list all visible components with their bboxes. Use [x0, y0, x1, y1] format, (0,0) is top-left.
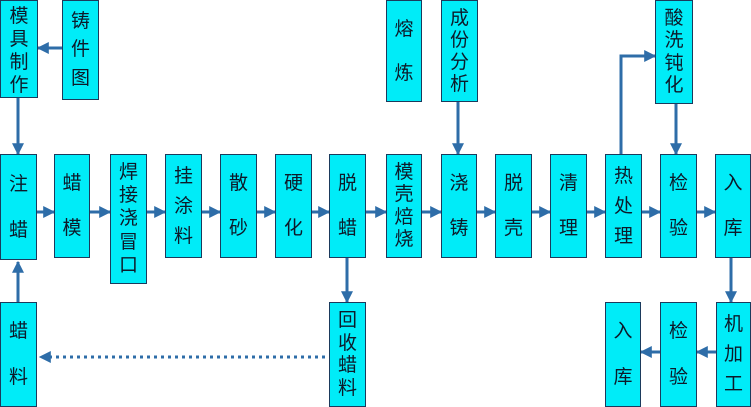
box-label-char: 料 [8, 365, 28, 388]
composition-analysis-box: 成份分析 [441, 0, 478, 102]
melting-box: 熔炼 [386, 0, 422, 102]
box-label-char: 注 [8, 172, 28, 195]
box-label-char: 分 [449, 50, 469, 73]
arrow-heat-to-pickling [619, 50, 657, 154]
wax-recovery-box: 回收蜡料 [329, 302, 366, 407]
box-label-char: 烧 [394, 228, 414, 251]
box-label-char: 涂 [173, 194, 193, 217]
hardening-box: 硬化 [275, 154, 312, 258]
box-label-char: 回 [337, 308, 357, 331]
box-label-char: 硬 [283, 172, 303, 194]
box-label-char: 酸 [664, 6, 684, 29]
inspection-2-box: 检验 [660, 302, 697, 407]
box-label-char: 处 [613, 194, 633, 217]
coating-box: 挂涂料 [165, 154, 202, 258]
box-label-char: 清 [558, 172, 578, 194]
box-label-char: 料 [337, 377, 357, 400]
box-label-char: 模 [9, 5, 29, 27]
box-label-char: 具 [9, 28, 29, 50]
cleaning-box: 清理 [550, 154, 587, 258]
box-label-char: 入 [613, 320, 633, 343]
box-label-char: 蜡 [62, 172, 82, 194]
box-label-char: 加 [723, 342, 743, 365]
machining-box: 机加工 [716, 302, 751, 407]
box-label-char: 库 [723, 217, 743, 239]
box-label-char: 作 [9, 74, 29, 96]
wax-injection-box: 注蜡 [0, 154, 37, 260]
box-label-char: 机 [723, 312, 743, 335]
box-label-char: 化 [283, 217, 303, 239]
wax-pattern-box: 蜡模 [54, 154, 90, 258]
box-label-char: 壳 [503, 217, 523, 239]
box-label-char: 蜡 [8, 218, 28, 241]
box-label-char: 焙 [394, 205, 414, 228]
box-label-char: 模 [394, 160, 414, 183]
box-label-char: 模 [62, 217, 82, 239]
box-label-char: 成 [449, 6, 469, 29]
mold-making-box: 模具制作 [0, 0, 38, 98]
wax-material-box: 蜡料 [0, 302, 37, 407]
sanding-box: 散砂 [220, 154, 257, 258]
box-label-char: 铸 [70, 9, 90, 32]
casting-drawing-box: 铸件图 [62, 0, 99, 100]
box-label-char: 份 [449, 28, 469, 51]
box-label-char: 入 [723, 172, 743, 194]
box-label-char: 图 [70, 67, 90, 90]
box-label-char: 热 [613, 164, 633, 187]
box-label-char: 口 [118, 253, 138, 276]
heat-treatment-box: 热处理 [605, 154, 642, 258]
dewaxing-box: 脱蜡 [329, 154, 366, 258]
box-label-char: 验 [668, 365, 688, 388]
box-label-char: 焊 [118, 161, 138, 184]
box-label-char: 接 [118, 184, 138, 207]
box-label-char: 工 [723, 373, 743, 396]
box-label-char: 理 [613, 224, 633, 247]
box-label-char: 验 [668, 217, 688, 239]
box-label-char: 料 [173, 224, 193, 247]
box-label-char: 浇 [118, 207, 138, 230]
box-label-char: 壳 [394, 183, 414, 206]
weld-gate-riser-box: 焊接浇冒口 [110, 154, 147, 284]
box-label-char: 库 [613, 365, 633, 388]
box-label-char: 检 [668, 320, 688, 343]
pouring-box: 浇铸 [441, 154, 477, 258]
shell-removal-box: 脱壳 [495, 154, 532, 258]
box-label-char: 钝 [664, 51, 684, 74]
box-label-char: 散 [228, 172, 248, 194]
box-label-char: 蜡 [337, 217, 357, 239]
warehousing-box: 入库 [715, 154, 751, 258]
warehousing-2-box: 入库 [605, 302, 641, 407]
pickling-passivation-box: 酸洗钝化 [655, 0, 693, 104]
box-label-char: 蜡 [337, 354, 357, 377]
box-label-char: 收 [337, 331, 357, 354]
box-label-char: 熔 [394, 17, 414, 40]
box-label-char: 洗 [664, 29, 684, 52]
box-label-char: 检 [668, 172, 688, 194]
inspection-box: 检验 [660, 154, 697, 258]
box-label-char: 铸 [449, 217, 469, 239]
box-label-char: 制 [9, 51, 29, 73]
box-label-char: 冒 [118, 230, 138, 253]
box-label-char: 脱 [337, 172, 357, 194]
box-label-char: 炼 [394, 61, 414, 84]
box-label-char: 挂 [173, 164, 193, 187]
box-label-char: 脱 [503, 172, 523, 194]
box-label-char: 蜡 [8, 320, 28, 343]
shell-roasting-box: 模壳焙烧 [386, 154, 422, 258]
box-label-char: 理 [558, 217, 578, 239]
box-label-char: 析 [449, 72, 469, 95]
box-label-char: 砂 [228, 217, 248, 239]
box-label-char: 件 [70, 38, 90, 61]
box-label-char: 化 [664, 74, 684, 97]
box-label-char: 浇 [449, 172, 469, 194]
